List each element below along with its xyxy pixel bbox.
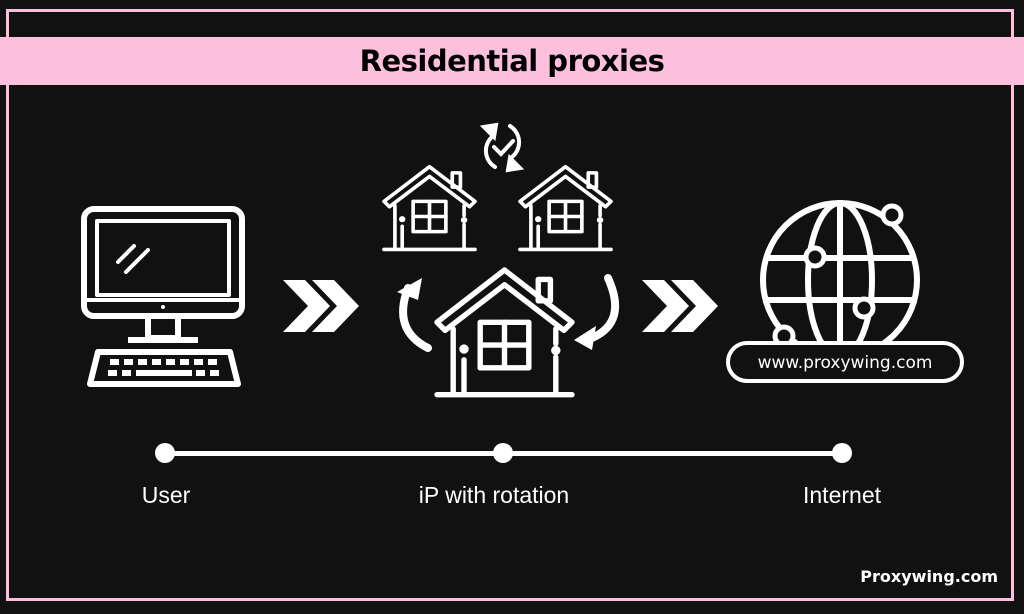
- chevron-right-icon: [283, 280, 359, 332]
- chevron-right-icon: [642, 280, 718, 332]
- url-text: www.proxywing.com: [758, 353, 933, 373]
- computer-icon: [81, 206, 245, 387]
- timeline: [155, 443, 852, 463]
- label-user: User: [141, 482, 191, 508]
- title-banner: Residential proxies: [0, 37, 1024, 85]
- label-ip-rotation: iP with rotation: [418, 482, 570, 508]
- refresh-check-icon: [479, 122, 525, 173]
- rotate-arrow-icon: [397, 278, 432, 352]
- url-badge: www.proxywing.com: [726, 341, 964, 383]
- globe-icon: [760, 200, 920, 360]
- timeline-dot: [832, 443, 852, 463]
- timeline-dot: [155, 443, 175, 463]
- timeline-dot: [493, 443, 513, 463]
- houses-rotation-icon: [382, 122, 620, 395]
- label-internet: Internet: [803, 482, 881, 508]
- house-icon: [518, 164, 613, 252]
- pink-frame: [6, 9, 1014, 601]
- rotate-arrow-icon: [574, 274, 620, 350]
- house-icon: [382, 164, 477, 252]
- house-icon: [437, 270, 572, 395]
- footer-brand: Proxywing.com: [860, 567, 998, 586]
- page-title: Residential proxies: [359, 44, 665, 78]
